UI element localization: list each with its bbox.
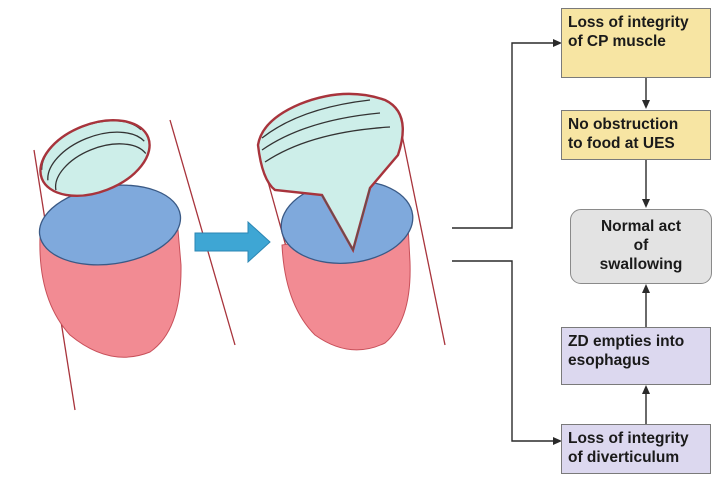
open-pouch-figure <box>258 94 445 350</box>
box-loss-of-integrity-cp-muscle: Loss of integrity of CP muscle <box>561 8 711 78</box>
zd-empties-line-2: esophagus <box>568 351 704 370</box>
connector-to-diverticulum <box>452 261 558 441</box>
zd-empties-line-1: ZD empties into <box>568 332 704 351</box>
cp-muscle-line-2: of CP muscle <box>568 32 704 51</box>
normal-act-line-1: Normal act <box>575 217 707 236</box>
diverticulum-line-1: Loss of integrity <box>568 429 704 448</box>
intact-pouch-figure <box>30 106 235 410</box>
normal-act-line-2: of <box>575 236 707 255</box>
box-normal-act-of-swallowing: Normal act of swallowing <box>570 209 712 284</box>
transition-arrow <box>195 222 270 262</box>
box-loss-of-integrity-diverticulum: Loss of integrity of diverticulum <box>561 424 711 474</box>
connector-to-cp-muscle <box>452 43 558 228</box>
no-obstruction-line-2: to food at UES <box>568 134 704 153</box>
box-no-obstruction: No obstruction to food at UES <box>561 110 711 160</box>
normal-act-line-3: swallowing <box>575 255 707 274</box>
diverticulum-line-2: of diverticulum <box>568 448 704 467</box>
box-zd-empties-into-esophagus: ZD empties into esophagus <box>561 327 711 385</box>
cp-muscle-line-1: Loss of integrity <box>568 13 704 32</box>
no-obstruction-line-1: No obstruction <box>568 115 704 134</box>
